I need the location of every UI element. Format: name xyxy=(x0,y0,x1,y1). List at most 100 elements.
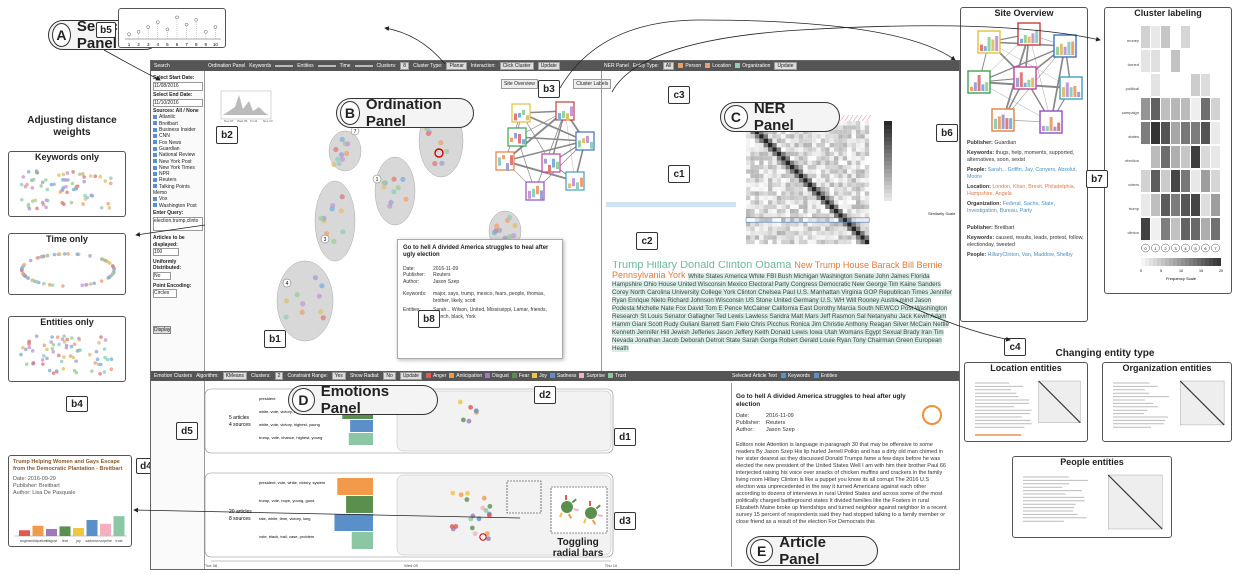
matrix-cell xyxy=(856,187,861,192)
heatmap-cell xyxy=(1151,218,1160,240)
source-item[interactable]: Guardian xyxy=(153,146,203,152)
matrix-cell xyxy=(798,173,804,179)
source-item[interactable]: New York Times xyxy=(153,165,203,171)
end-date-input[interactable]: 11/10/2016 xyxy=(153,98,203,108)
matrix-cell xyxy=(864,200,870,205)
entity-type-select[interactable]: All xyxy=(662,62,675,70)
source-item[interactable]: NPR xyxy=(153,171,203,177)
so-node-bar xyxy=(994,118,997,129)
source-item[interactable]: Breitbart xyxy=(153,121,203,127)
site-overview-graph xyxy=(967,22,1083,134)
matrix-cell xyxy=(860,165,865,170)
source-checkbox[interactable] xyxy=(153,127,157,132)
source-item[interactable]: CNN xyxy=(153,133,203,139)
emotion-update-button[interactable]: Update xyxy=(399,372,422,380)
organization-checkbox[interactable] xyxy=(735,63,741,69)
source-item[interactable]: Washington Post xyxy=(153,203,203,209)
source-checkbox[interactable] xyxy=(153,184,157,189)
so-node-bar xyxy=(1071,41,1075,55)
site-overview-button[interactable]: Site Overview xyxy=(501,79,538,89)
clusters-input[interactable]: 8 xyxy=(400,62,410,70)
emotion-point xyxy=(483,508,489,513)
matrix-cell xyxy=(847,204,852,209)
article-point xyxy=(506,214,513,221)
ordination-update-button[interactable]: Update xyxy=(537,62,560,70)
source-checkbox[interactable] xyxy=(153,165,157,170)
source-item[interactable]: Vox xyxy=(153,196,203,202)
source-item[interactable]: Reuters xyxy=(153,177,203,183)
uniform-select[interactable]: No xyxy=(153,271,171,281)
show-radial-select[interactable]: No xyxy=(383,372,396,380)
matrix-cell xyxy=(838,191,843,196)
source-item[interactable]: Business Insider xyxy=(153,127,203,133)
matrix-cell xyxy=(746,231,751,236)
display-button[interactable]: Display xyxy=(153,325,171,334)
time-slider[interactable] xyxy=(354,65,373,67)
matrix-cell xyxy=(754,213,760,218)
matrix-cell xyxy=(864,226,870,231)
source-checkbox[interactable] xyxy=(153,159,157,164)
source-checkbox[interactable] xyxy=(153,197,157,202)
ner-row-label xyxy=(606,201,736,207)
scatter-point xyxy=(34,169,39,173)
article-point xyxy=(331,238,337,245)
source-item[interactable]: Atlantic xyxy=(153,114,203,120)
matrix-cell xyxy=(825,182,830,187)
source-checkbox[interactable] xyxy=(153,152,157,157)
scatter-point xyxy=(65,337,69,342)
entities-slider[interactable] xyxy=(317,65,336,67)
source-item[interactable]: New York Post xyxy=(153,159,203,165)
cluster-number: 1 xyxy=(376,177,379,183)
source-checkbox[interactable] xyxy=(153,140,157,145)
source-checkbox[interactable] xyxy=(153,178,157,183)
matrix-cell xyxy=(759,134,764,139)
source-checkbox[interactable] xyxy=(153,171,157,176)
matrix-cell xyxy=(812,143,817,148)
matrix-cell xyxy=(759,138,764,143)
source-item[interactable]: Talking Points Memo xyxy=(153,184,203,197)
source-checkbox[interactable] xyxy=(153,146,157,151)
cluster-type-select[interactable]: Planar xyxy=(446,62,467,70)
site-node-bar xyxy=(590,141,593,149)
emo-clusters-input[interactable]: 2 xyxy=(274,372,284,380)
algorithm-select[interactable]: KMeans xyxy=(222,372,247,380)
location-checkbox[interactable] xyxy=(705,63,711,69)
matrix-cell xyxy=(750,213,755,218)
query-input[interactable]: election,trump,clinto xyxy=(153,217,203,232)
articles-input[interactable]: 100 xyxy=(153,247,179,257)
person-checkbox[interactable] xyxy=(678,63,684,69)
source-item[interactable]: Fox News xyxy=(153,140,203,146)
scatter-point xyxy=(50,335,54,339)
matrix-cell xyxy=(820,200,826,205)
source-checkbox[interactable] xyxy=(153,203,157,208)
ner-similarity-matrix[interactable] xyxy=(740,115,920,255)
source-item[interactable]: National Review xyxy=(153,152,203,158)
site-node-bar xyxy=(510,155,513,166)
scatter-point xyxy=(69,344,74,349)
source-checkbox[interactable] xyxy=(153,115,157,120)
source-checkbox[interactable] xyxy=(153,134,157,139)
matrix-cell xyxy=(790,200,795,205)
keywords-slider[interactable] xyxy=(275,65,294,67)
start-date-input[interactable]: 11/08/2016 xyxy=(153,82,203,91)
constraint-select[interactable]: Yes xyxy=(331,372,346,380)
keywords-toggle[interactable] xyxy=(780,373,786,379)
ner-update-button[interactable]: Update xyxy=(774,62,797,70)
interaction-select[interactable]: Click Cluster xyxy=(499,62,534,70)
matrix-cell xyxy=(816,156,821,161)
source-checkbox[interactable] xyxy=(153,121,157,126)
scatter-point xyxy=(59,359,64,364)
point-encoding-select[interactable]: Circles xyxy=(153,289,177,298)
matrix-cell xyxy=(785,226,790,231)
matrix-cell xyxy=(820,147,826,152)
article-point xyxy=(336,160,342,167)
matrix-cell xyxy=(754,143,760,148)
matrix-cell xyxy=(746,169,751,174)
matrix-cell xyxy=(763,231,768,236)
matrix-cell xyxy=(856,125,861,130)
matrix-cell xyxy=(856,165,861,170)
sources-label[interactable]: Sources: All / None xyxy=(153,108,199,115)
matrix-cell xyxy=(847,121,852,126)
entities-toggle[interactable] xyxy=(813,373,819,379)
